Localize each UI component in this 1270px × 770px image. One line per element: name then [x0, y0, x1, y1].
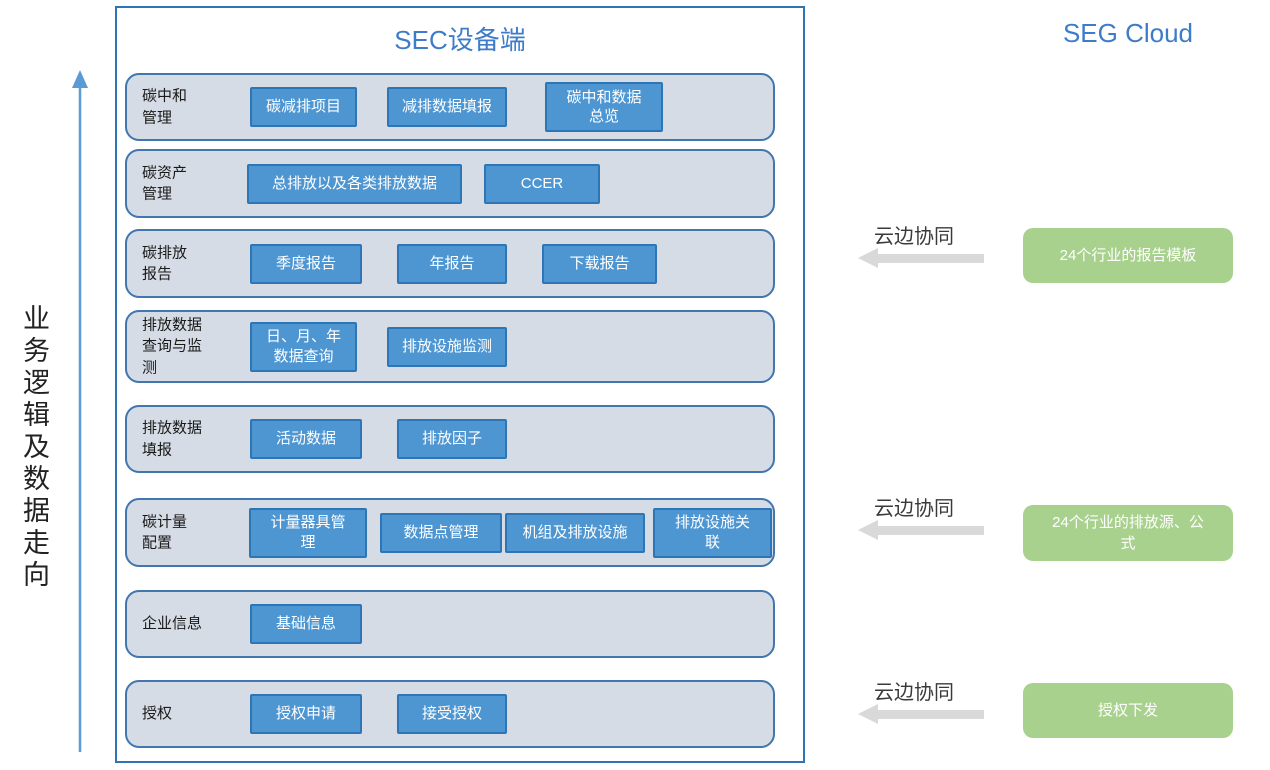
row-enterprise-info: 企业信息 基础信息	[125, 590, 775, 658]
row-authorization: 授权 授权申请 接受授权	[125, 680, 775, 748]
row-label: 排放数据 填报	[142, 419, 203, 458]
upward-flow-arrow-icon	[72, 70, 88, 752]
row-label: 碳资产 管理	[142, 163, 188, 203]
btn-metering-device-mgmt: 计量器具管 理	[249, 507, 367, 558]
cloud-auth-dispatch-box: 授权下发	[1023, 683, 1233, 738]
left-arrow-icon	[858, 520, 984, 540]
cloud-edge-sync-label: 云边协同	[874, 682, 954, 704]
row-carbon-emission-report: 碳排放 报告 季度报告 年报告 下载报告	[125, 229, 775, 298]
row-emission-data-entry: 排放数据 填报 活动数据 排放因子	[125, 405, 775, 473]
row-carbon-metering-config: 碳计量 配置 计量器具管 理 数据点管理 机组及排放设施 排放设施关 联	[125, 498, 775, 567]
left-arrow-icon	[858, 704, 984, 724]
row-label: 授权	[142, 705, 173, 723]
btn-carbon-neutral-overview: 碳中和数据 总览	[545, 82, 663, 132]
row-label: 企业信息	[142, 615, 203, 633]
btn-auth-request: 授权申请	[250, 694, 362, 734]
btn-total-emission-data: 总排放以及各类排放数据	[247, 163, 462, 204]
btn-unit-emission-facility: 机组及排放设施	[505, 512, 645, 553]
btn-accept-auth: 接受授权	[397, 694, 507, 734]
row-carbon-asset-mgmt: 碳资产 管理 总排放以及各类排放数据 CCER	[125, 149, 775, 218]
btn-annual-report: 年报告	[397, 243, 507, 284]
row-emission-query-monitor: 排放数据 查询与监 测 日、月、年 数据查询 排放设施监测	[125, 310, 775, 383]
row-label: 碳计量 配置	[142, 512, 188, 552]
business-flow-label: 业务逻辑及数据走向	[19, 304, 49, 592]
btn-day-month-year-query: 日、月、年 数据查询	[250, 321, 357, 372]
btn-quarterly-report: 季度报告	[250, 243, 362, 284]
btn-activity-data: 活动数据	[250, 419, 362, 459]
btn-carbon-reduction-project: 碳减排项目	[250, 87, 357, 127]
btn-emission-facility-link: 排放设施关 联	[653, 507, 772, 558]
row-carbon-neutral-mgmt: 碳中和 管理 碳减排项目 减排数据填报 碳中和数据 总览	[125, 73, 775, 141]
btn-emission-factor: 排放因子	[397, 419, 507, 459]
cloud-report-templates-box: 24个行业的报告模板	[1023, 228, 1233, 283]
seg-cloud-title: SEG Cloud	[1062, 18, 1194, 48]
row-label: 排放数据 查询与监 测	[142, 315, 203, 377]
sec-device-panel-title: SEC设备端	[394, 25, 526, 55]
row-label: 碳中和 管理	[142, 87, 188, 126]
left-arrow-icon	[858, 248, 984, 268]
btn-data-point-mgmt: 数据点管理	[380, 512, 502, 553]
btn-reduction-data-entry: 减排数据填报	[387, 87, 507, 127]
cloud-emission-source-formula-box: 24个行业的排放源、公 式	[1023, 505, 1233, 561]
btn-basic-info: 基础信息	[250, 604, 362, 644]
btn-emission-facility-monitor: 排放设施监测	[387, 326, 507, 367]
btn-ccer: CCER	[484, 163, 600, 204]
cloud-edge-sync-label: 云边协同	[874, 498, 954, 520]
row-label: 碳排放 报告	[142, 243, 188, 283]
cloud-edge-sync-label: 云边协同	[874, 226, 954, 248]
btn-download-report: 下载报告	[542, 243, 657, 284]
